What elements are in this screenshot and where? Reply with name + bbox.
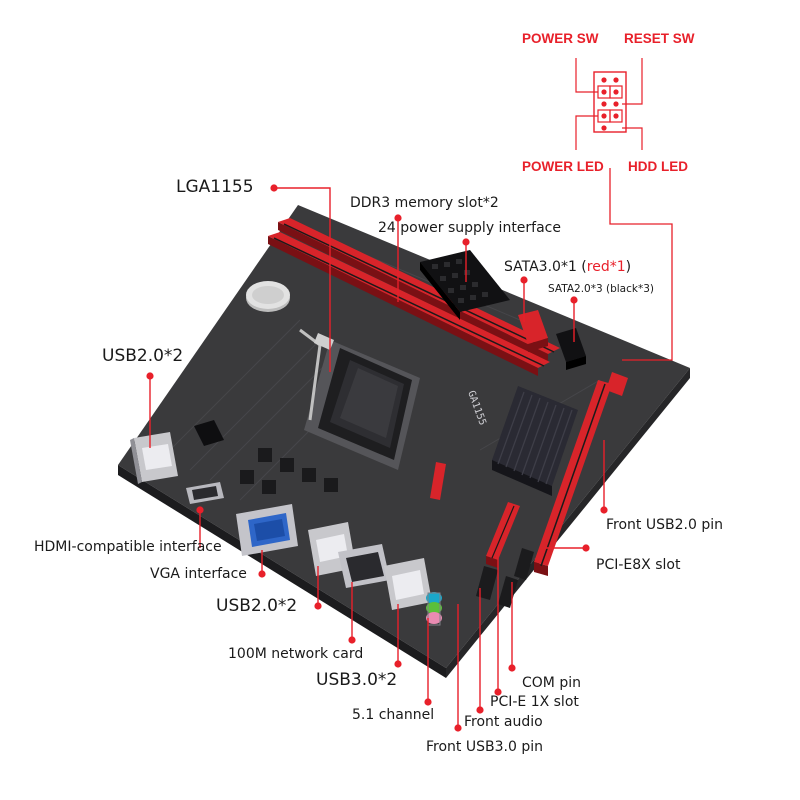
io-usb3 [384, 558, 432, 610]
cpu-socket-lga1155 [299, 328, 420, 470]
cmos-battery [246, 281, 290, 312]
audio51-label: 5.1 channel [352, 707, 435, 723]
sata3-red-port [518, 310, 548, 344]
ddr3-slot-1 [278, 218, 560, 354]
front-audio-label: Front audio [464, 714, 543, 730]
hdd-led-label: HDD LED [628, 159, 688, 174]
pcie-1x-slot [486, 502, 520, 568]
io-audio-jacks [426, 592, 442, 626]
cpu-power-4pin [194, 420, 224, 446]
io-lan-port [338, 544, 390, 588]
atx-24pin-connector [420, 250, 510, 320]
usb3-label: USB3.0*2 [316, 670, 398, 690]
leader-lga [274, 187, 331, 372]
io-vga-port [236, 504, 298, 556]
pcie1x-label: PCI-E 1X slot [490, 694, 579, 710]
io-usb2-left [130, 432, 178, 484]
callout-lines [149, 187, 605, 728]
usb2-bottom-label: USB2.0*2 [216, 596, 298, 616]
sata2-label: SATA2.0*3 (black*3) [548, 283, 654, 295]
ddr3-label: DDR3 memory slot*2 [350, 195, 499, 211]
power-sw-label: POWER SW [522, 31, 599, 46]
ddr3-slots [268, 218, 560, 376]
sata3-label-red: red*1 [586, 259, 626, 275]
front-usb2-label: Front USB2.0 pin [606, 517, 723, 533]
fp-header-pin-diagram [575, 58, 673, 361]
sata3-label-suffix: ) [625, 259, 632, 275]
front-usb3-label: Front USB3.0 pin [426, 739, 543, 755]
pcie8x-label: PCI-E8X slot [596, 557, 681, 573]
reset-sw-label: RESET SW [624, 31, 695, 46]
atx24-label: 24 power supply interface [378, 220, 561, 236]
vrm-chokes [240, 448, 338, 494]
lga1155-label: LGA1155 [176, 177, 254, 197]
red-small-header [430, 462, 446, 500]
ddr3-slot-2 [268, 232, 550, 368]
hdmi-label: HDMI-compatible interface [34, 539, 222, 555]
lan-label: 100M network card [228, 646, 364, 662]
sata3-label-prefix: SATA3.0*1 ( [504, 259, 587, 275]
sata2-black-port [556, 328, 586, 362]
bottom-headers [476, 548, 534, 608]
chipset-heatsink [492, 386, 578, 496]
usb2-left-label: USB2.0*2 [102, 346, 184, 366]
sata-connectors [518, 310, 586, 370]
power-led-label: POWER LED [522, 159, 604, 174]
pcie-8x-slot [534, 372, 628, 576]
com-label: COM pin [522, 675, 581, 691]
sata3-label: SATA3.0*1 (red*1) [504, 260, 631, 274]
vga-label: VGA interface [150, 566, 247, 582]
io-hdmi-port [186, 482, 224, 504]
callout-dots [146, 184, 608, 732]
